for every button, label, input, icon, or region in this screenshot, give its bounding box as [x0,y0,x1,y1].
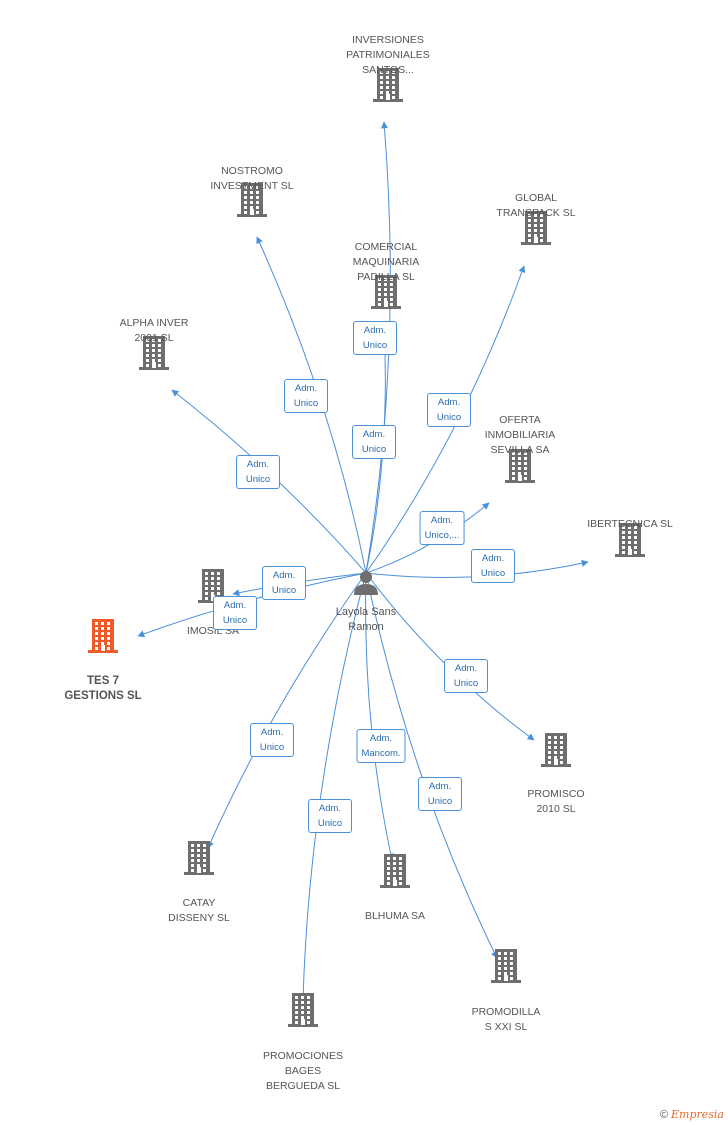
relation-label-nostromo[interactable]: Adm. Unico [284,379,328,413]
building-icon[interactable] [521,211,551,250]
company-name-promociones[interactable]: PROMOCIONES BAGES BERGUEDA SL [263,1050,343,1092]
company-name-catay[interactable]: CATAY DISSENY SL [168,897,230,924]
company-name-alpha[interactable]: ALPHA INVER 2001 SL [119,317,189,344]
company-name-comercial[interactable]: COMERCIAL MAQUINARIA PADILLA SL [352,241,420,283]
building-icon[interactable] [184,841,214,880]
company-name-oferta[interactable]: OFERTA INMOBILIARIA SEVILLA SA [484,414,556,456]
company-name-blhuma[interactable]: BLHUMA SA [364,910,426,922]
building-icon[interactable] [88,619,118,658]
relation-label-inversiones[interactable]: Adm. Unico [353,321,397,355]
building-icon[interactable] [491,949,521,988]
copyright-symbol: © [659,1109,668,1121]
brand-logo[interactable]: Empresia [671,1108,724,1121]
relation-label-promodilla[interactable]: Adm. Unico [418,777,462,811]
person-icon [352,568,380,601]
center-person-name[interactable]: Layola Sans Ramon [335,606,397,633]
relation-label-global[interactable]: Adm. Unico [427,393,471,427]
relation-label-comercial[interactable]: Adm. Unico [352,425,396,459]
building-icon[interactable] [288,993,318,1032]
relation-label-imosil[interactable]: Adm. Unico [262,566,306,600]
relation-edge-promisco [365,572,535,741]
relation-edge-promodilla [365,572,498,959]
relation-edge-blhuma [365,572,395,861]
building-icon[interactable] [139,336,169,375]
relation-label-alpha[interactable]: Adm. Unico [236,455,280,489]
building-icon[interactable] [373,68,403,107]
building-icon[interactable] [371,275,401,314]
company-name-promodilla[interactable]: PROMODILLA S XXI SL [471,1006,541,1033]
relation-label-blhuma[interactable]: Adm. Mancom. [356,729,406,763]
building-icon[interactable] [615,523,645,562]
relation-label-tes7[interactable]: Adm. Unico [213,596,257,630]
building-icon[interactable] [237,183,267,222]
company-name-tes7[interactable]: TES 7 GESTIONS SL [64,675,142,702]
company-name-ibertecnica[interactable]: IBERTECNICA SL [587,518,673,530]
building-icon[interactable] [541,733,571,772]
relation-label-promociones[interactable]: Adm. Unico [308,799,352,833]
credit: © Empresia [660,1108,724,1121]
building-icon[interactable] [505,449,535,488]
relation-label-ibertecnica[interactable]: Adm. Unico [471,549,515,583]
company-name-global[interactable]: GLOBAL TRANSPACK SL [496,192,576,219]
company-name-promisco[interactable]: PROMISCO 2010 SL [527,788,585,815]
relation-label-promisco[interactable]: Adm. Unico [444,659,488,693]
building-icon[interactable] [380,854,410,893]
relation-label-catay[interactable]: Adm. Unico [250,723,294,757]
relation-label-oferta[interactable]: Adm. Unico,... [419,511,465,545]
relation-edge-promociones [299,572,367,1001]
relation-edge-catay [207,572,367,849]
company-name-nostromo[interactable]: NOSTROMO INVESTMENT SL [210,165,294,192]
company-name-inversiones[interactable]: INVERSIONES PATRIMONIALES SANTOS... [346,34,430,76]
